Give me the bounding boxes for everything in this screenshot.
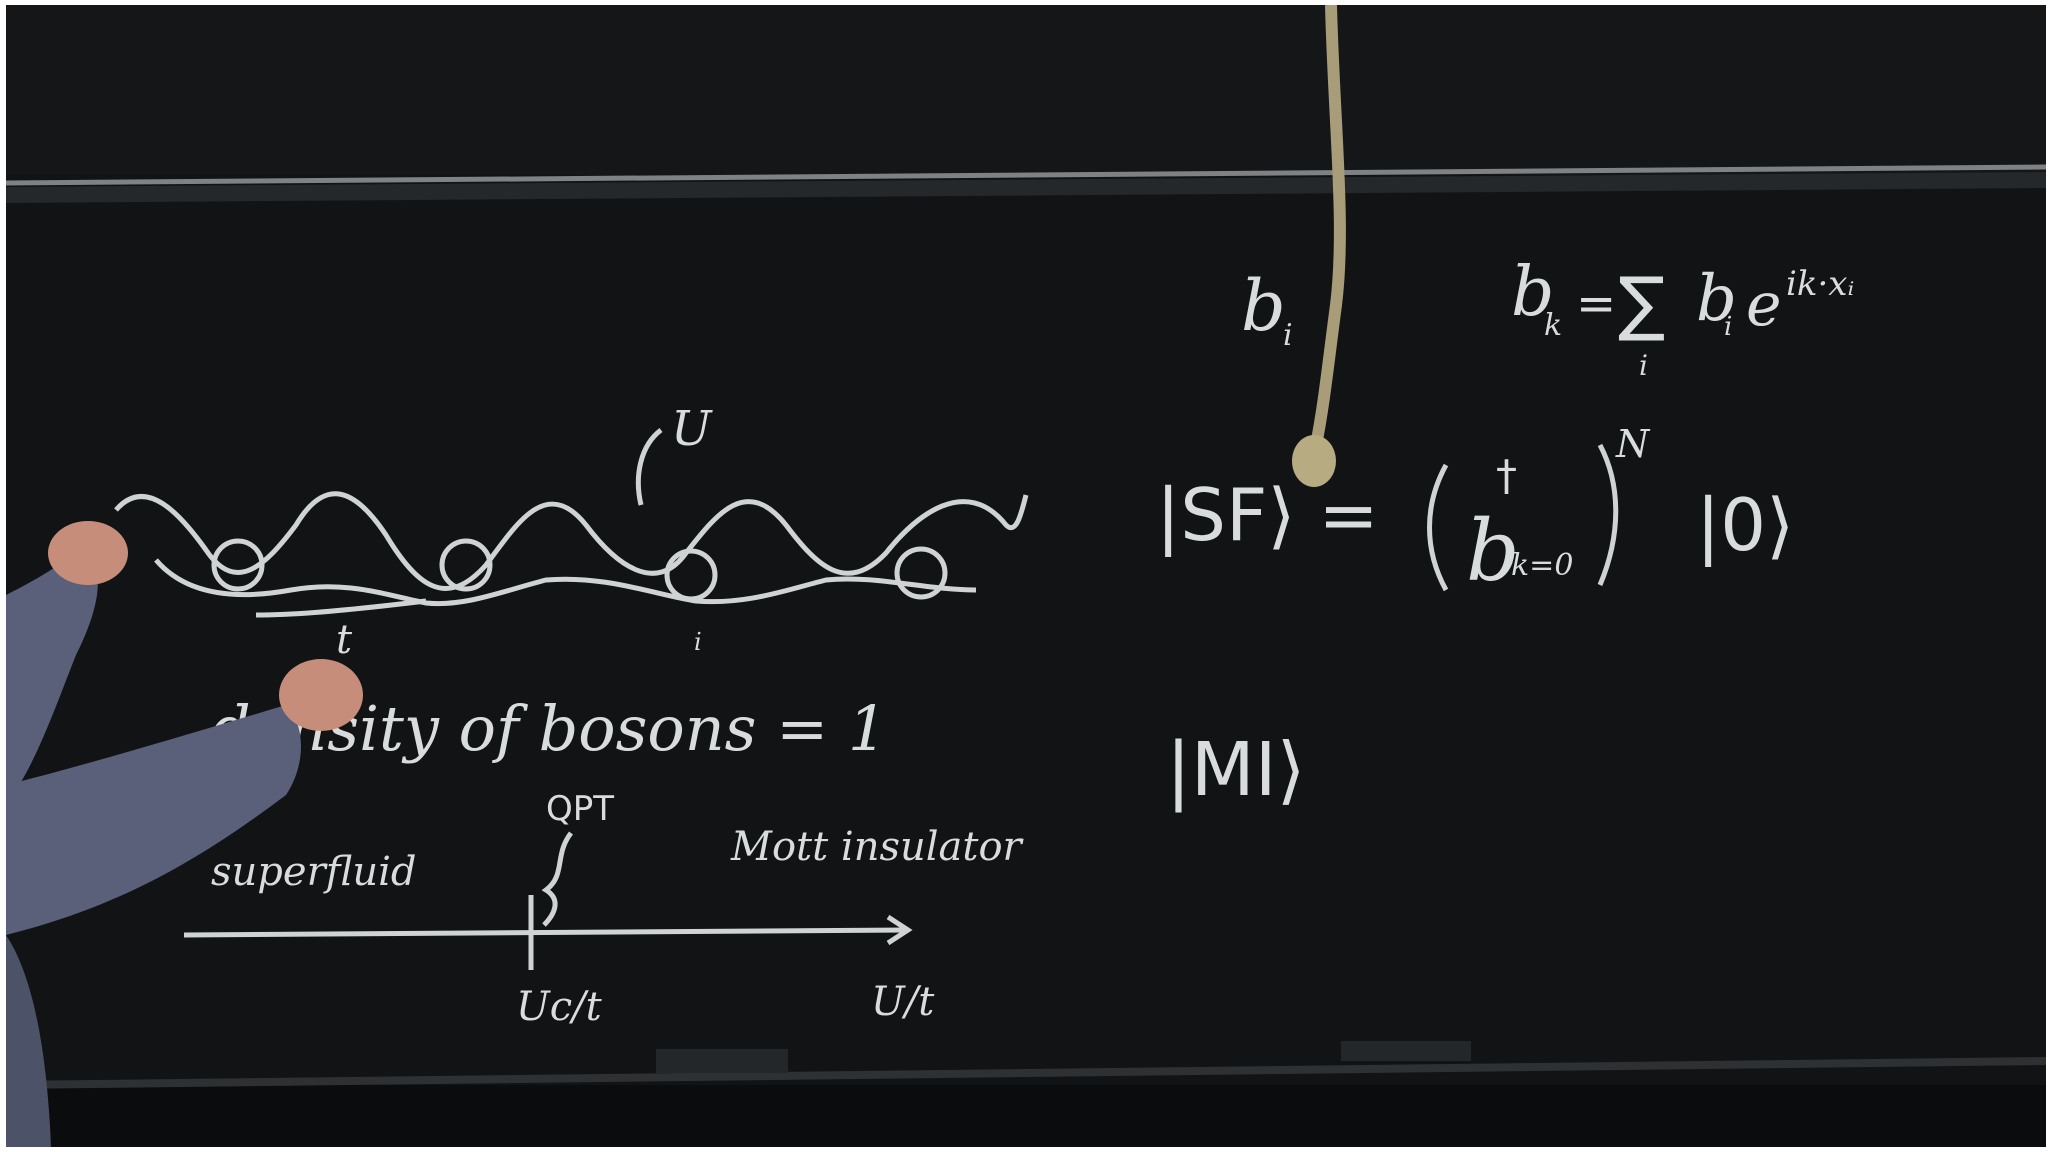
mode-b: b: [1241, 265, 1286, 347]
site-i-label: i: [694, 628, 702, 656]
sum-symbol: ∑: [1618, 262, 1665, 344]
microphone: [1292, 435, 1336, 487]
mott-insulator-label: Mott insulator: [730, 824, 1025, 870]
optical-lattice-sketch: [114, 428, 1029, 618]
board-divider-shadow: [6, 172, 2046, 203]
lecturer-torso: [6, 935, 51, 1147]
power-n: N: [1615, 422, 1651, 466]
mott-insulator-state: |MI⟩: [1166, 727, 1305, 813]
mode-b-sub: i: [1283, 318, 1293, 353]
bk-sub: k: [1544, 308, 1562, 343]
board-divider-rail: [6, 164, 2046, 186]
eraser-1: [656, 1049, 788, 1073]
creation-b: b: [1466, 502, 1520, 600]
phase-diagram: [183, 831, 913, 970]
chalk-tray: [6, 1085, 2046, 1147]
bi-term: b: [1696, 262, 1737, 336]
chalkboard: U t i density of bosons = 1 QPT Mott ins…: [6, 5, 2046, 1147]
vacuum-state: |0⟩: [1696, 483, 1794, 568]
dagger-mark: †: [1496, 451, 1517, 500]
superfluid-state: |SF⟩ =: [1156, 473, 1379, 558]
hopping-t-label: t: [336, 617, 353, 663]
chalkboard-canvas: U t i density of bosons = 1 QPT Mott ins…: [6, 5, 2046, 1147]
lecturer-raised-hand: [48, 521, 128, 585]
exp-power: ik·xᵢ: [1786, 264, 1854, 304]
upper-board-panel: [6, 5, 2046, 175]
sum-index: i: [1639, 349, 1648, 382]
exp-base: e: [1746, 270, 1782, 340]
microphone-cable: [1310, 5, 1346, 447]
bk-lhs: b: [1511, 253, 1555, 332]
eraser-2: [1341, 1041, 1471, 1061]
state-parentheses: [1427, 443, 1619, 592]
lecturer-pointing-hand: [279, 659, 363, 731]
critical-ratio-label: Uc/t: [516, 984, 603, 1030]
onsite-u-label: U: [671, 401, 713, 457]
bk-equals: =: [1576, 276, 1616, 332]
lecturer-raised-arm: [6, 545, 98, 805]
qpt-label: QPT: [546, 789, 614, 829]
bi-term-sub: i: [1724, 312, 1732, 342]
k-zero-sub: k=0: [1511, 548, 1573, 583]
lecturer-pointing-arm: [6, 705, 301, 935]
ratio-axis-label: U/t: [871, 979, 935, 1025]
tray-edge: [6, 1057, 2046, 1089]
superfluid-label: superfluid: [211, 849, 417, 895]
lecturer: [6, 521, 363, 1147]
